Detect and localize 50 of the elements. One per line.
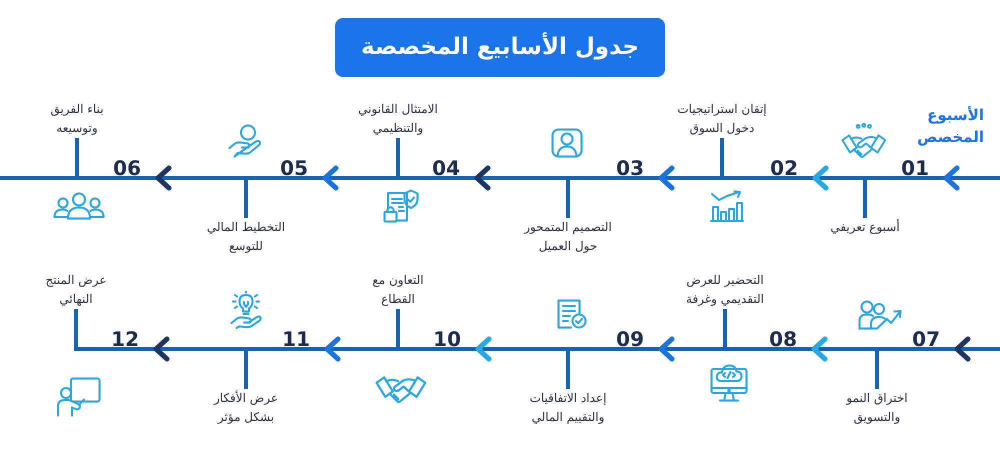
week-description: التعاون مع القطاع [360, 271, 436, 309]
week-number: 02 [720, 160, 812, 180]
week-description: إتقان استراتيجيات دخول السوق [667, 100, 777, 138]
leader-line [244, 351, 248, 389]
timeline-arrow [324, 336, 396, 362]
week-number: 06 [75, 160, 155, 180]
leader-line [396, 309, 400, 331]
timeline-arrow [322, 166, 396, 190]
timeline-arrow [943, 166, 1000, 190]
week-description: التخطيط المالي للتوسع [198, 218, 294, 256]
timeline-arrow [811, 336, 875, 362]
week-description: اختراق النمو والتسويق [837, 389, 917, 427]
week-number: 05 [244, 160, 322, 180]
week-description: عرض الأفكار بشكل مؤثر [206, 389, 286, 427]
leader-line [566, 351, 570, 389]
week-description: إعداد الاتفاقيات والتقييم المالي [518, 389, 618, 427]
week-number: 10 [396, 331, 475, 351]
timeline-arrow [658, 336, 723, 362]
leader-line [244, 180, 248, 218]
leader-line [396, 138, 400, 160]
title-banner: جدول الأسابيع المخصصة [335, 18, 665, 77]
leader-line [863, 180, 867, 218]
week-description: بناء الفريق وتوسيعه [37, 100, 117, 138]
week-description: الامتثال القانوني والتنظيمي [346, 100, 450, 138]
leader-line [720, 138, 724, 160]
week-description: عرض المنتج النهائي [36, 271, 116, 309]
timeline-arrow [153, 336, 244, 362]
timeline-arrow [658, 166, 720, 190]
week-number: 09 [566, 331, 658, 351]
week-description: التحضير للعرض التقديمي وغرفة [675, 271, 775, 309]
timeline-arrow [954, 336, 1000, 362]
week-number: 11 [244, 331, 324, 351]
week-number: 08 [723, 331, 811, 351]
week-number: 07 [875, 331, 954, 351]
leader-line [723, 309, 727, 331]
week-number: 03 [566, 160, 658, 180]
leader-line [875, 351, 879, 389]
timeline-arrow [475, 336, 566, 362]
week-number: 12 [74, 331, 153, 351]
week-description: التصميم المتمحور حول العميل [513, 218, 623, 256]
timeline-arrow [474, 166, 566, 190]
week-number: 04 [396, 160, 474, 180]
row-heading: الأسبوع المخصص [916, 104, 984, 148]
week-description: أسبوع تعريفي [830, 218, 900, 237]
leader-line [566, 180, 570, 218]
timeline-arrow [155, 166, 244, 190]
timeline-arrow [812, 166, 863, 190]
leader-line [74, 309, 78, 331]
leader-line [75, 138, 79, 160]
week-number: 01 [863, 160, 943, 180]
